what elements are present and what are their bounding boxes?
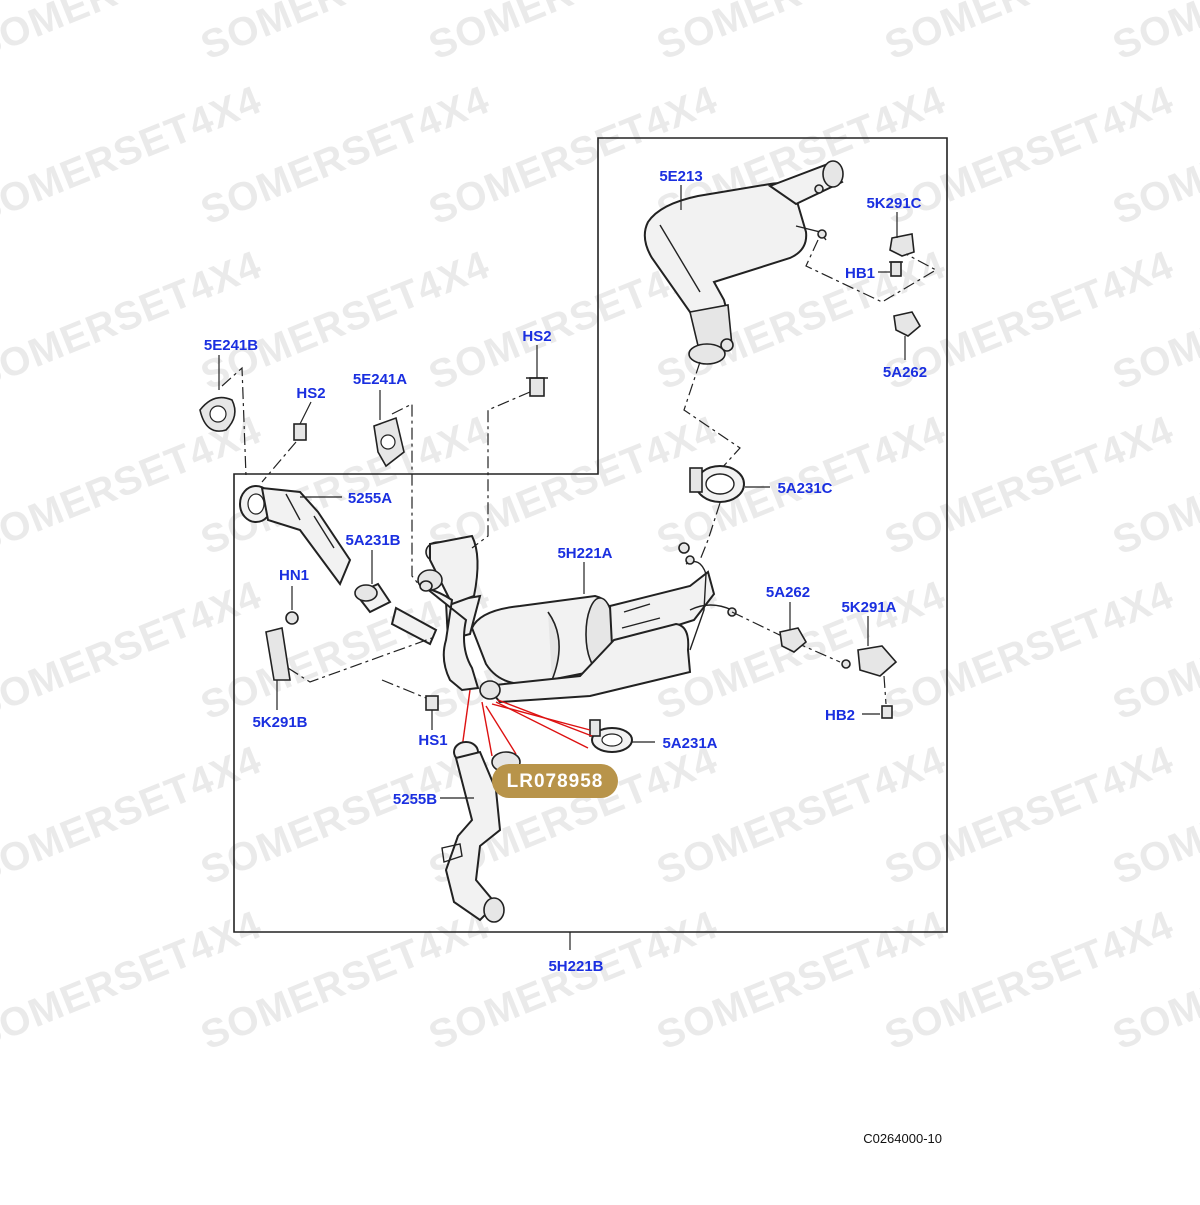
rear-muffler-5E213[interactable]: [643, 160, 844, 365]
bolt-HS1[interactable]: [425, 695, 439, 711]
label-HB2[interactable]: HB2: [825, 707, 855, 724]
label-5H221B[interactable]: 5H221B: [548, 958, 603, 975]
dash-HS1: [381, 679, 427, 699]
bolt-HB1[interactable]: [889, 261, 903, 277]
gasket-5E241B[interactable]: [199, 396, 236, 432]
clamp-5A231C[interactable]: [689, 465, 745, 503]
label-5A262-top[interactable]: 5A262: [883, 364, 927, 381]
dash-HS2-mid: [471, 391, 531, 549]
label-5E241B[interactable]: 5E241B: [204, 337, 258, 354]
dash-5K291B: [287, 637, 433, 683]
dash-clamp-pipe: [699, 502, 721, 561]
label-5E213[interactable]: 5E213: [659, 168, 702, 185]
leader-HS2-left: [299, 401, 312, 425]
label-5255B[interactable]: 5255B: [393, 791, 437, 808]
bracket-5K291A[interactable]: [841, 645, 898, 677]
highlight-lines: [461, 689, 593, 757]
label-5E241A[interactable]: 5E241A: [353, 371, 407, 388]
watermark-text: SOMERSET4X4: [1107, 0, 1200, 68]
dash-HB2: [883, 675, 887, 705]
label-5K291C[interactable]: 5K291C: [866, 195, 921, 212]
assembly-frame: [233, 137, 948, 933]
callout-labels: 5E213 5K291C HB1 5A262 5E241B HS2 5E241A…: [204, 168, 927, 975]
gasket-5E241A[interactable]: [373, 416, 405, 468]
label-HN1[interactable]: HN1: [279, 567, 309, 584]
pipe-5255A[interactable]: [239, 485, 352, 587]
label-5K291B[interactable]: 5K291B: [252, 714, 307, 731]
rubber-mount-5A262-top[interactable]: [893, 311, 922, 337]
label-5A231B[interactable]: 5A231B: [345, 532, 400, 549]
bracket-5K291B[interactable]: [265, 627, 291, 681]
dash-muffler-clamp: [683, 361, 741, 471]
label-5A231C[interactable]: 5A231C: [777, 480, 832, 497]
dash-muffler-hanger: [805, 239, 938, 303]
watermark-layer: SOMERSET4X4SOMERSET4X4SOMERSET4X4SOMERSE…: [0, 0, 1200, 1058]
dash-5E241A: [391, 403, 421, 587]
part-number-badge[interactable]: LR078958: [492, 764, 618, 798]
bracket-5K291C[interactable]: [889, 233, 915, 257]
bolt-HB2[interactable]: [881, 705, 893, 719]
badge-part-number: LR078958: [507, 771, 604, 792]
label-HS1[interactable]: HS1: [418, 732, 447, 749]
label-5255A[interactable]: 5255A: [348, 490, 392, 507]
figure-reference: C0264000-10: [863, 1131, 942, 1146]
label-5K291A[interactable]: 5K291A: [841, 599, 896, 616]
label-HB1[interactable]: HB1: [845, 265, 875, 282]
rubber-mount-5A262-right[interactable]: [779, 627, 808, 653]
dash-5E241B: [221, 366, 247, 477]
nut-HN1[interactable]: [285, 611, 299, 625]
clamp-5A231A[interactable]: [589, 719, 633, 753]
bolt-HS2-mid[interactable]: [526, 377, 548, 397]
label-HS2-left[interactable]: HS2: [296, 385, 325, 402]
label-HS2-mid[interactable]: HS2: [522, 328, 551, 345]
label-5A262-right[interactable]: 5A262: [766, 584, 810, 601]
catalytic-assembly-5H221A[interactable]: [417, 534, 737, 704]
label-5H221A[interactable]: 5H221A: [557, 545, 612, 562]
label-5A231A[interactable]: 5A231A: [662, 735, 717, 752]
clamp-5A231B[interactable]: [354, 582, 438, 646]
bolt-HS2-left[interactable]: [293, 423, 307, 441]
dash-HS2-left: [261, 441, 297, 483]
